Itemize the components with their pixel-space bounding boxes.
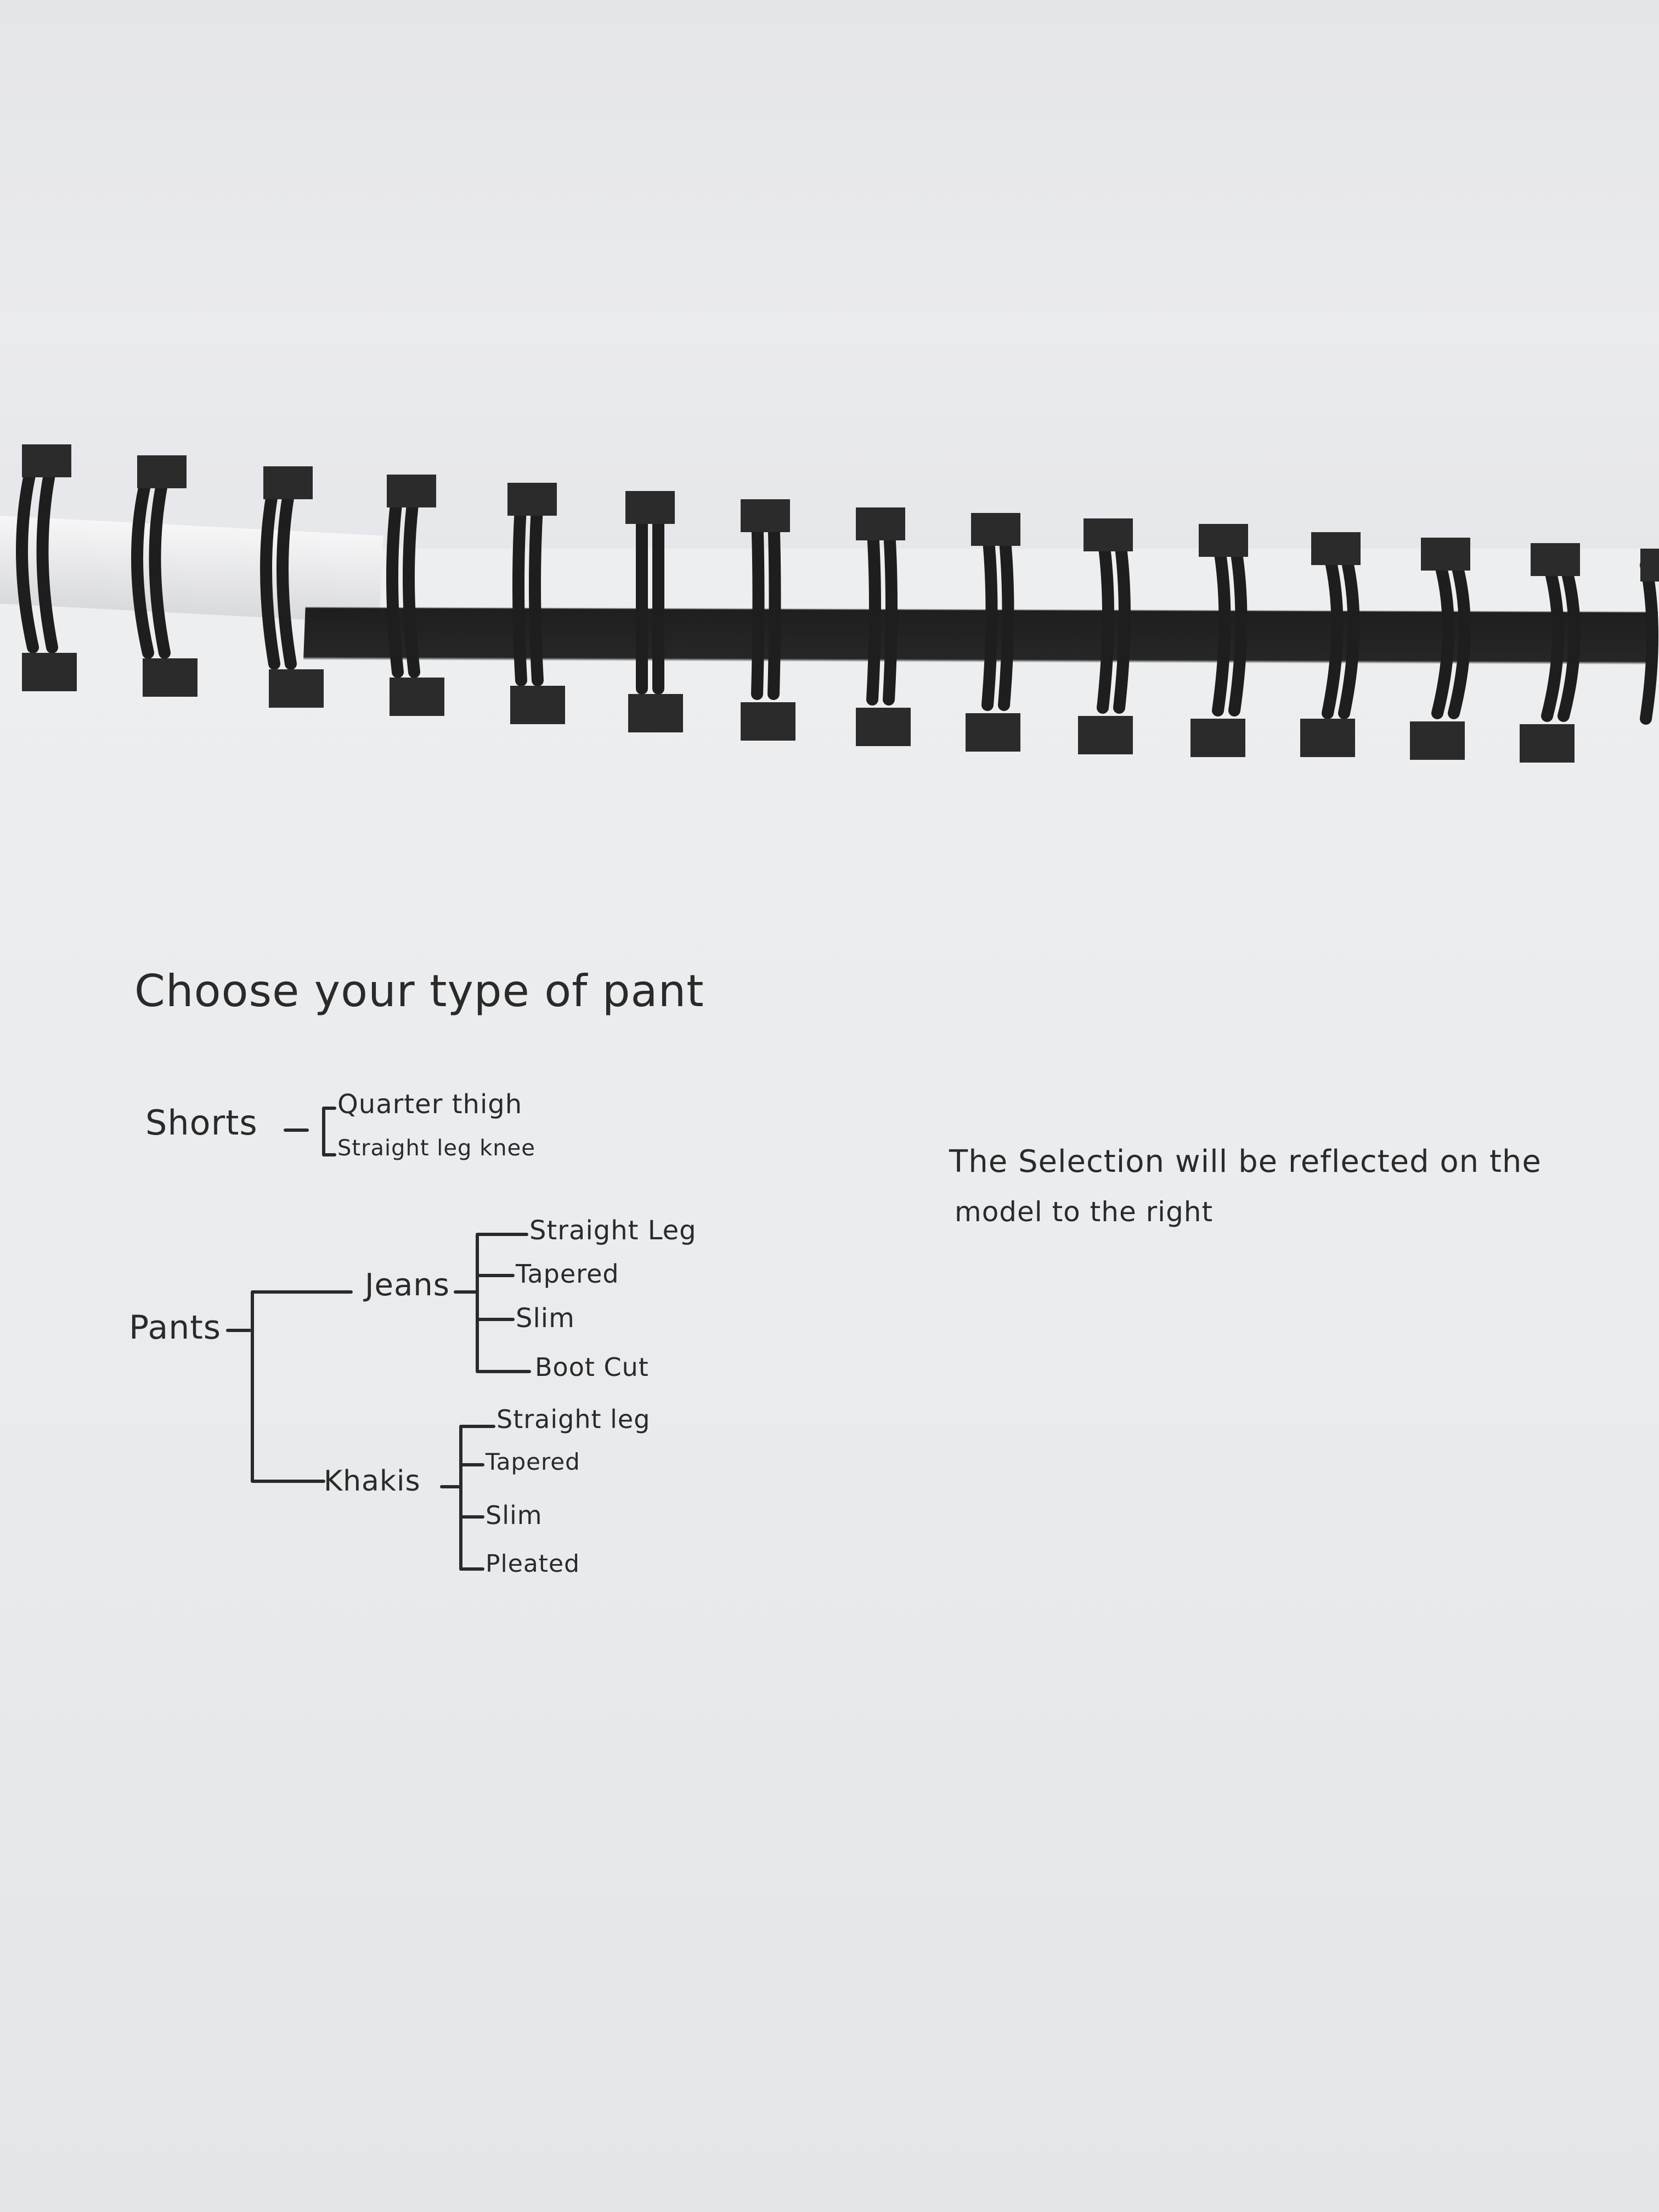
lower-notebook-page bbox=[0, 549, 1659, 2212]
coil bbox=[856, 507, 911, 746]
shorts-bracket bbox=[284, 1107, 336, 1156]
coil bbox=[386, 475, 444, 716]
coil bbox=[507, 483, 565, 724]
khakis-option-pleated: Pleated bbox=[486, 1550, 580, 1578]
khakis-branch bbox=[440, 1425, 495, 1571]
coil bbox=[16, 444, 77, 691]
jeans-option-tapered: Tapered bbox=[516, 1259, 619, 1289]
jeans-option-slim: Slim bbox=[516, 1303, 575, 1334]
coil bbox=[741, 499, 795, 741]
coil bbox=[966, 513, 1020, 752]
coil bbox=[1190, 524, 1248, 757]
khakis-option-slim: Slim bbox=[486, 1500, 543, 1530]
jeans-option-straight-leg: Straight Leg bbox=[529, 1215, 697, 1246]
coil bbox=[260, 466, 324, 708]
coil bbox=[1410, 538, 1471, 760]
jeans-label: Jeans bbox=[365, 1267, 450, 1303]
jeans-option-boot-cut: Boot Cut bbox=[535, 1352, 649, 1382]
coil bbox=[1078, 518, 1133, 754]
upper-notebook-page bbox=[0, 0, 1659, 549]
pants-label: Pants bbox=[129, 1308, 222, 1347]
jeans-branch bbox=[454, 1233, 531, 1373]
page-heading: Choose your type of pant bbox=[134, 966, 704, 1017]
note-line-1: The Selection will be reflected on the bbox=[949, 1144, 1542, 1180]
coil bbox=[625, 491, 683, 732]
pants-trunk bbox=[226, 1290, 353, 1483]
khakis-option-tapered: Tapered bbox=[486, 1448, 580, 1475]
spiral-coils bbox=[16, 444, 1659, 763]
coil bbox=[1520, 543, 1581, 763]
shorts-option-straight-leg-knee: Straight leg knee bbox=[337, 1136, 535, 1161]
khakis-option-straight-leg: Straight leg bbox=[496, 1404, 651, 1434]
shorts-option-quarter-thigh: Quarter thigh bbox=[337, 1089, 523, 1120]
coil bbox=[1640, 549, 1659, 725]
coil bbox=[1300, 532, 1361, 757]
shorts-label: Shorts bbox=[145, 1103, 258, 1143]
khakis-label: Khakis bbox=[324, 1465, 421, 1498]
coil bbox=[131, 455, 198, 697]
note-line-2: model to the right bbox=[955, 1196, 1214, 1228]
spiral-binding bbox=[0, 0, 1659, 823]
